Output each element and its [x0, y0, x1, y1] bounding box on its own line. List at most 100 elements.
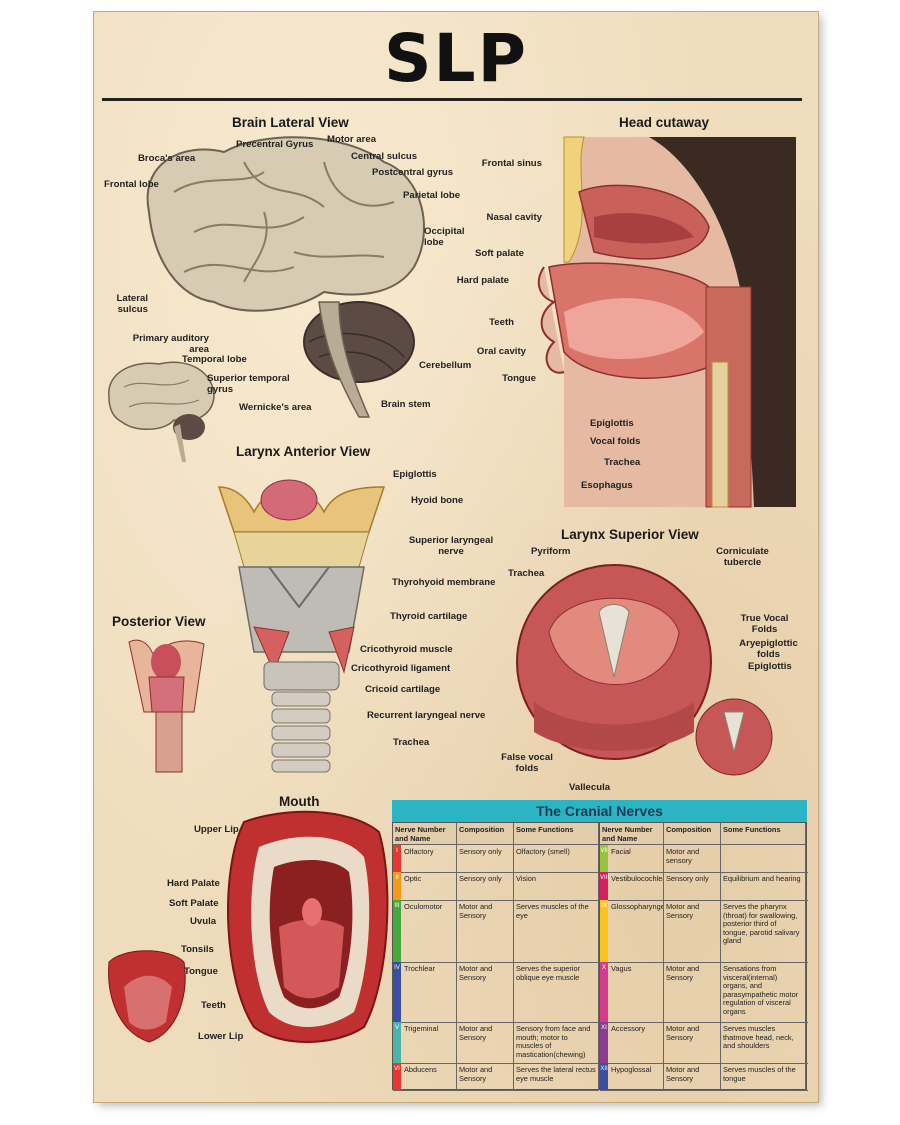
label-trachea-superior: Trachea — [508, 568, 545, 579]
nerve-cell-comp: Sensory only — [457, 845, 514, 872]
label-frontal-sinus: Frontal sinus — [481, 158, 542, 169]
label-tongue: Tongue — [502, 373, 536, 384]
label-lower-lip: Lower Lip — [198, 1031, 244, 1042]
nerve-cell-name: Vagus — [609, 962, 664, 1022]
label-precentral-gyrus: Precentral Gyrus — [236, 139, 314, 150]
label-thyroid-cartilage: Thyroid cartilage — [390, 611, 468, 622]
label-cricothyroid-ligament: Cricothyroid ligament — [351, 663, 451, 674]
label-superior-laryngeal-nerve: Superior laryngeal nerve — [408, 535, 494, 557]
larynx-superior-illustration — [516, 564, 773, 776]
label-uvula: Uvula — [190, 916, 217, 927]
table-row: IXGlossopharyngealMotor and SensoryServe… — [600, 900, 808, 963]
label-cricothyroid-muscle: Cricothyroid muscle — [360, 644, 453, 655]
label-cerebellum: Cerebellum — [419, 360, 472, 371]
heading-larynx-superior-view: Larynx Superior View — [561, 527, 699, 542]
nerve-number-badge: IV — [393, 962, 401, 1022]
label-temporal-lobe: Temporal lobe — [182, 354, 247, 365]
label-hard-palate-mouth: Hard Palate — [167, 878, 220, 889]
label-upper-lip: Upper Lip — [194, 824, 239, 835]
nerve-cell-comp: Motor and Sensory — [457, 1063, 514, 1090]
nerve-cell-comp: Motor and Sensory — [664, 900, 721, 962]
nerve-cell-func: Serves muscles of the eye — [514, 900, 599, 962]
right-header-0: Nerve Number and Name — [600, 823, 664, 845]
anatomy-illustrations — [108, 136, 796, 1043]
label-false-vocal-folds: False vocal folds — [501, 752, 553, 774]
nerve-cell-name: Olfactory — [402, 845, 457, 872]
heading-larynx-anterior-view: Larynx Anterior View — [236, 444, 371, 459]
nerve-cell-comp: Sensory only — [457, 872, 514, 900]
poster-title: SLP — [384, 20, 528, 97]
nerve-number-badge: XII — [600, 1063, 608, 1090]
label-vallecula: Vallecula — [569, 782, 611, 793]
label-epiglottis-superior: Epiglottis — [748, 661, 792, 672]
nerve-cell-name: Trochlear — [402, 962, 457, 1022]
brain-illustration — [108, 136, 425, 462]
label-corniculate-tubercle: Corniculate tubercle — [716, 546, 769, 568]
nerve-number-badge: II — [393, 872, 401, 900]
right-header-2: Some Functions — [721, 823, 806, 845]
label-esophagus: Esophagus — [581, 480, 633, 491]
label-primary-auditory-area: Primary auditory area — [132, 333, 209, 355]
label-frontal-lobe: Frontal lobe — [104, 179, 159, 190]
nerve-cell-name: Optic — [402, 872, 457, 900]
label-soft-palate: Soft palate — [474, 248, 524, 259]
nerve-number-badge: VIII — [600, 872, 609, 900]
left-header-2: Some Functions — [514, 823, 599, 845]
label-soft-palate-mouth: Soft Palate — [169, 898, 219, 909]
label-vocal-folds: Vocal folds — [590, 436, 641, 447]
label-true-vocal-folds: True Vocal Folds — [740, 613, 789, 635]
cranial-table-title: The Cranial Nerves — [392, 800, 807, 822]
mouth-illustration — [108, 810, 389, 1043]
label-brain-stem: Brain stem — [381, 399, 431, 410]
label-pyriform: Pyriform — [531, 546, 571, 557]
nerve-number-badge: VI — [393, 1063, 401, 1090]
label-wernickes-area: Wernicke's area — [239, 402, 312, 413]
nerve-cell-name: Trigeminal — [402, 1022, 457, 1063]
label-occipital-lobe: Occipital lobe — [424, 226, 465, 248]
nerve-cell-comp: Motor and Sensory — [457, 900, 514, 962]
posterior-view-illustration — [128, 639, 205, 773]
nerve-cell-func: Serves the lateral rectus eye muscle — [514, 1063, 599, 1090]
label-teeth-mouth: Teeth — [201, 1000, 226, 1011]
label-epiglottis-anterior: Epiglottis — [393, 469, 437, 480]
label-recurrent-laryngeal-nerve: Recurrent laryngeal nerve — [367, 710, 486, 721]
nerve-cell-func: Olfactory (smell) — [514, 845, 599, 872]
nerve-cell-func: Serves muscles of the tongue — [721, 1063, 806, 1090]
nerve-number-badge: X — [600, 962, 608, 1022]
label-tonsils: Tonsils — [181, 944, 214, 955]
head-cutaway-illustration — [537, 136, 796, 508]
nerve-cell-comp: Motor and Sensory — [664, 962, 721, 1022]
nerve-cell-func: Equilibrium and hearing — [721, 872, 806, 900]
left-header-1: Composition — [457, 823, 514, 845]
nerve-cell-func: Sensations from visceral(internal) organ… — [721, 962, 806, 1022]
nerve-cell-name: Accessory — [609, 1022, 664, 1063]
nerve-cell-func: Sensory from face and mouth; motor to mu… — [514, 1022, 599, 1063]
nerve-cell-comp: Sensory only — [664, 872, 721, 900]
title-divider — [102, 98, 802, 101]
nerve-cell-name: Glossopharyngeal — [609, 900, 664, 962]
nerve-cell-func: Serves the superior oblique eye muscle — [514, 962, 599, 1022]
nerve-cell-name: Hypoglossal — [609, 1063, 664, 1090]
label-epiglottis-head: Epiglottis — [590, 418, 634, 429]
label-parietal-lobe: Parietal lobe — [403, 190, 461, 201]
nerve-cell-name: Facial — [609, 845, 664, 872]
nerve-cell-name: Oculomotor — [402, 900, 457, 962]
heading-mouth: Mouth — [279, 794, 320, 809]
heading-brain-lateral-view: Brain Lateral View — [232, 115, 349, 130]
nerve-cell-comp: Motor and sensory — [664, 845, 721, 872]
larynx-anterior-illustration — [217, 479, 386, 773]
label-postcentral-gyrus: Postcentral gyrus — [372, 167, 454, 178]
label-thyrohyoid-membrane: Thyrohyoid membrane — [392, 577, 496, 588]
heading-head-cutaway: Head cutaway — [619, 115, 710, 130]
nerve-cell-func: Vision — [514, 872, 599, 900]
